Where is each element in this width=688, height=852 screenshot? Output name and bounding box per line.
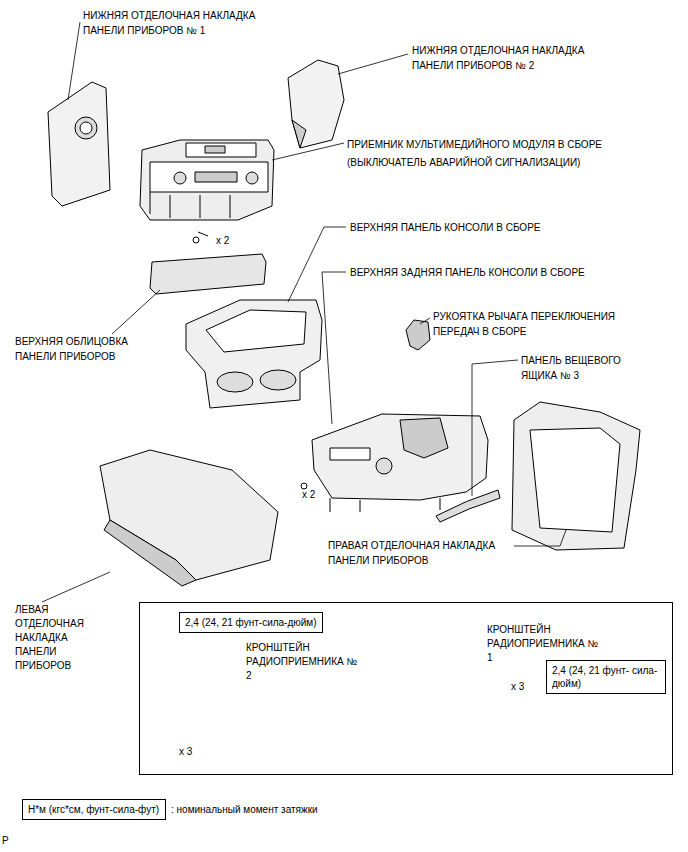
torque-box: 2,4 (24, 21 фунт- сила-дюйм) (546, 660, 666, 694)
part-label: ЛЕВАЯ ОТДЕЛОЧНАЯ НАКЛАДКА ПАНЕЛИ ПРИБОРО… (15, 603, 87, 673)
box-text: Н*м (кгс*см, фунт-сила-фут) (28, 803, 160, 816)
part-label: x 2 (216, 233, 229, 248)
part-label: НИЖНЯЯ ОТДЕЛОЧНАЯ НАКЛАДКА ПАНЕЛИ ПРИБОР… (412, 43, 602, 73)
part-label: РУКОЯТКА РЫЧАГА ПЕРЕКЛЮЧЕНИЯ ПЕРЕДАЧ В С… (433, 309, 623, 339)
part-label: x 2 (302, 487, 315, 502)
bracket-label: КРОНШТЕЙН РАДИОПРИЕМНИКА № 2 (246, 641, 364, 683)
box-text: 2,4 (24, 21 фунт- сила-дюйм) (552, 664, 660, 690)
part-label: ВЕРХНЯЯ ОБЛИЦОВКА ПАНЕЛИ ПРИБОРОВ (15, 334, 133, 364)
part-label: P (2, 833, 9, 848)
part-label: (ВЫКЛЮЧАТЕЛЬ АВАРИЙНОЙ СИГНАЛИЗАЦИИ) (347, 155, 580, 170)
bracket-label: КРОНШТЕЙН РАДИОПРИЕМНИКА № 1 (487, 623, 605, 665)
box-text: 2,4 (24, 21 фунт-сила-дюйм) (185, 616, 317, 629)
part-label: ВЕРХНЯЯ ПАНЕЛЬ КОНСОЛИ В СБОРЕ (350, 220, 540, 235)
quantity-label: x 3 (511, 680, 524, 694)
quantity-label: x 3 (179, 745, 192, 759)
inset-frame: КРОНШТЕЙН РАДИОПРИЕМНИКА № 2 КРОНШТЕЙН РА… (139, 602, 673, 775)
legend-torque-box: Н*м (кгс*см, фунт-сила-фут) (22, 799, 166, 820)
part-label: ПРАВАЯ ОТДЕЛОЧНАЯ НАКЛАДКА ПАНЕЛИ ПРИБОР… (328, 538, 513, 568)
part-label: ПРИЕМНИК МУЛЬТИМЕДИЙНОГО МОДУЛЯ В СБОРЕ (347, 137, 602, 152)
legend-text: : номинальный момент затяжки (171, 802, 318, 817)
part-label: ПАНЕЛЬ ВЕЩЕВОГО ЯЩИКА № 3 (521, 353, 633, 383)
part-label: НИЖНЯЯ ОТДЕЛОЧНАЯ НАКЛАДКА ПАНЕЛИ ПРИБОР… (83, 8, 263, 38)
part-label: ВЕРХНЯЯ ЗАДНЯЯ ПАНЕЛЬ КОНСОЛИ В СБОРЕ (350, 265, 585, 280)
torque-box: 2,4 (24, 21 фунт-сила-дюйм) (179, 612, 323, 633)
